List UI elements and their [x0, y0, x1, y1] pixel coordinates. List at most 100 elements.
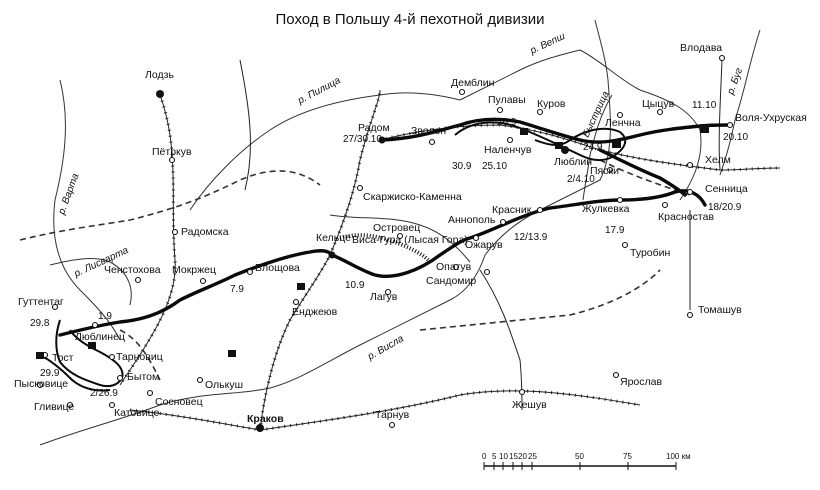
battle-icon: [228, 350, 236, 357]
town-marker-katovice: [108, 401, 116, 409]
map-title: Поход в Польшу 4-й пехотной дивизии: [276, 11, 545, 28]
town-marker-gliwice: [66, 401, 74, 409]
city-label-pyaski: Пяски: [590, 165, 619, 177]
city-label-bytom: Бытом: [127, 371, 159, 383]
city-label-laguv: Лагув: [370, 291, 398, 303]
city-label-cycuv: Цыцув: [642, 98, 675, 110]
town-marker-kelce: [328, 251, 336, 259]
scale-tick-label: 5: [492, 452, 497, 461]
date-label: 11.10: [692, 100, 717, 111]
town-marker-lodz: [156, 90, 164, 98]
date-label: 26.9: [497, 117, 517, 128]
date-label: 1.9: [98, 311, 112, 322]
city-label-tarnuv: Тарнув: [375, 409, 410, 421]
battle-icon: [612, 140, 621, 148]
town-marker-sennica: [686, 188, 694, 196]
date-label: 29.8: [30, 318, 50, 329]
date-label: 25.10: [482, 161, 507, 172]
date-label: 30.9: [452, 161, 472, 172]
battle-icon: [297, 283, 305, 290]
city-label-vlodava: Влодава: [680, 42, 722, 54]
town-marker-volya: [726, 121, 734, 129]
city-label-opatuv: Опатув: [436, 261, 472, 273]
city-label-krasnystav: Красностав: [658, 211, 714, 223]
city-label-kurov: Куров: [537, 98, 566, 110]
river-label-pilica: р. Пилица: [295, 75, 343, 107]
town-marker-ostrovec: [396, 232, 404, 240]
river-bystrica: [582, 94, 613, 201]
city-label-nalenchuv: Наленчув: [484, 144, 532, 156]
town-marker-skarzhisko: [356, 184, 364, 192]
rail-krakow-kielce: [259, 254, 331, 431]
city-label-gliwice: Гливице: [34, 401, 74, 413]
scale-tick-label: 10: [499, 452, 508, 461]
lysa-gora-label: Виса-Гура (Лысая Гора): [352, 234, 468, 246]
town-marker-lenchna: [616, 111, 624, 119]
city-label-sandomir: Сандомир: [426, 275, 476, 287]
city-label-guttentag: Гуттентаг: [18, 296, 64, 308]
town-marker-krakov: [256, 424, 264, 432]
town-marker-pyskovice: [36, 381, 44, 389]
date-label: 12/13.9: [514, 232, 548, 243]
town-marker-helm: [686, 161, 694, 169]
town-marker-bytom: [116, 374, 124, 382]
city-label-olkush: Олькуш: [205, 379, 243, 391]
town-marker-guttentag: [51, 303, 59, 311]
scale-tick-label: 75: [623, 452, 632, 461]
town-marker-radom: [378, 136, 386, 144]
river-bug: [719, 29, 761, 176]
lysa-gora-label-line: Виса-Гура (Лысая Гора): [352, 234, 468, 246]
town-marker-tarnuv: [388, 421, 396, 429]
date-label: 7.9: [230, 284, 244, 295]
city-label-sennica: Сенница: [705, 183, 748, 195]
rail-lodz-katowice: [119, 94, 176, 386]
town-marker-annopol: [499, 218, 507, 226]
date-label: 2/4.10: [567, 174, 595, 185]
town-marker-zheshuv: [518, 388, 526, 396]
city-label-annopol: Аннополь: [448, 214, 496, 226]
battle-icon: [36, 352, 44, 359]
river-warta: [53, 79, 121, 341]
city-label-lenchna: Ленчна: [605, 117, 641, 129]
town-marker-ozharuv: [472, 234, 480, 242]
river-vistula: [39, 19, 611, 446]
city-label-mokrzhec: Мокржец: [172, 264, 216, 276]
city-label-krakov: Краков: [247, 413, 284, 425]
city-label-lyublin: Люблин: [554, 156, 592, 168]
city-label-vlocova: Влощова: [255, 262, 300, 274]
town-marker-pulavy: [496, 106, 504, 114]
city-label-katovice: Катовице: [114, 407, 160, 419]
town-marker-laguv: [384, 288, 392, 296]
city-label-endzheyuv: Енджеюв: [292, 306, 338, 318]
scale-tick-label: 25: [528, 452, 537, 461]
town-marker-vlodava: [718, 54, 726, 62]
town-marker-vlocova: [246, 268, 254, 276]
date-label: 10.9: [345, 280, 365, 291]
battle-icon: [88, 342, 96, 349]
town-marker-opatuv: [452, 263, 460, 271]
city-label-zhulkevka: Жулкевка: [582, 203, 630, 215]
town-marker-krasnystav: [661, 201, 669, 209]
city-label-yaroslav: Ярослав: [620, 376, 662, 388]
route-north: [380, 117, 732, 144]
city-label-ozharuv: Ожарув: [465, 239, 503, 251]
city-label-krasnik: Красник: [492, 204, 532, 216]
scale-bar: 0 5 10 15 20 25 50 75 100 км: [482, 452, 691, 470]
town-marker-zhulkevka: [616, 196, 624, 204]
date-label: 27/30.10: [343, 134, 382, 145]
date-label: 17.9: [605, 225, 625, 236]
route-tost: [39, 354, 111, 392]
city-labels: Лодзь Пётркув Радомска Ченстохова Мокрже…: [14, 42, 807, 425]
battle-icon: [555, 142, 563, 149]
river-vepsh: [459, 49, 702, 201]
city-label-chenstohova: Ченстохова: [104, 264, 161, 276]
rail-west: [239, 59, 251, 191]
scale-tick-label: 0: [482, 452, 487, 461]
town-marker-demblin: [458, 88, 466, 96]
river-label-vepsh: р. Вепш: [528, 31, 568, 57]
town-marker-turobin: [621, 241, 629, 249]
city-label-pyskovice: Пысковице: [14, 378, 68, 390]
rail-chelm-wlodawa: [718, 59, 723, 171]
